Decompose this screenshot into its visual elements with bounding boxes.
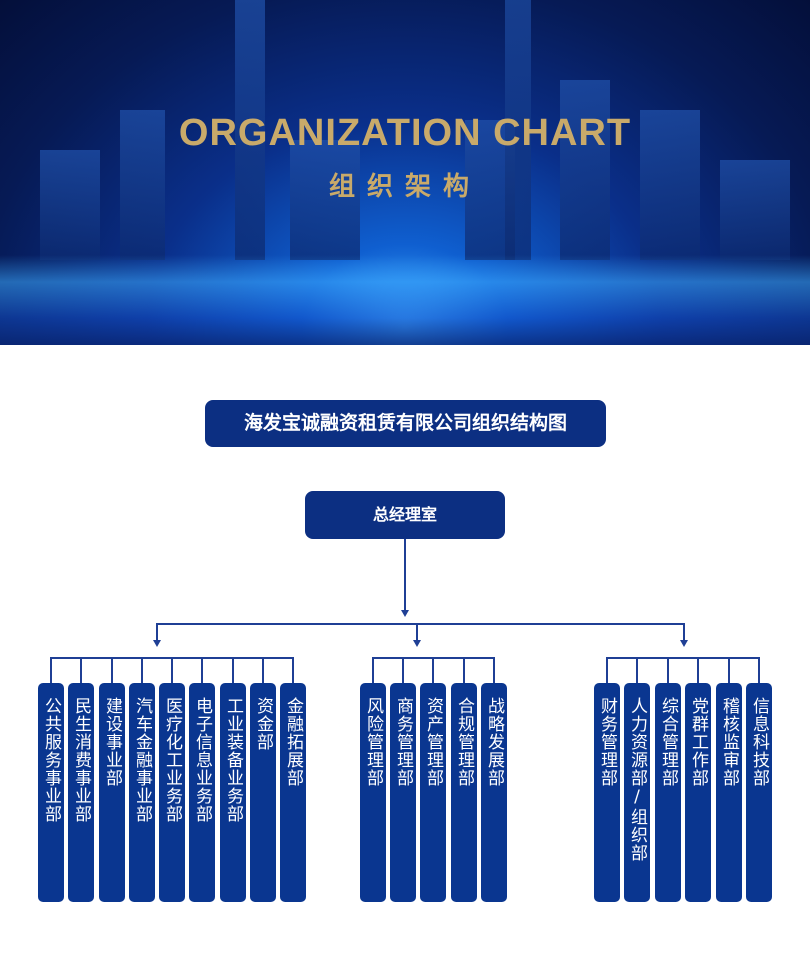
department-node: 风险管理部 <box>360 683 386 902</box>
tower-silhouette <box>235 0 265 260</box>
connector-line <box>697 657 699 684</box>
building-silhouette <box>40 150 100 260</box>
connector-line <box>683 623 685 640</box>
connector-line <box>156 623 684 625</box>
header-title-cn: 组织架构 <box>328 172 481 202</box>
header-title-en: ORGANIZATION CHART <box>178 112 632 154</box>
department-node: 公共服务事业部 <box>38 683 64 902</box>
department-node: 资金部 <box>250 683 276 902</box>
department-node: 合规管理部 <box>451 683 477 902</box>
connector-line <box>493 657 495 684</box>
department-node: 人力资源部/组织部 <box>624 683 650 902</box>
connector-line <box>432 657 434 684</box>
department-node: 医疗化工业务部 <box>159 683 185 902</box>
building-silhouette <box>290 140 360 260</box>
connector-line <box>232 657 234 684</box>
chart-title: 海发宝诚融资租赁有限公司组织结构图 <box>205 400 606 447</box>
department-node: 商务管理部 <box>390 683 416 902</box>
connector-line <box>262 657 264 684</box>
connector-line <box>141 657 143 684</box>
root-node: 总经理室 <box>305 491 505 539</box>
department-node: 工业装备业务部 <box>220 683 246 902</box>
light-glow <box>0 255 810 345</box>
header-banner: ORGANIZATION CHART 组织架构 <box>0 0 810 345</box>
connector-line <box>292 657 294 684</box>
building-silhouette <box>120 110 165 260</box>
connector-line <box>636 657 638 684</box>
connector-line <box>667 657 669 684</box>
connector-line <box>416 623 418 640</box>
arrow-down-icon <box>401 610 409 617</box>
connector-line <box>728 657 730 684</box>
building-silhouette <box>720 160 790 260</box>
connector-line <box>402 657 404 684</box>
connector-line <box>171 657 173 684</box>
connector-line <box>80 657 82 684</box>
department-node: 电子信息业务部 <box>189 683 215 902</box>
department-node: 信息科技部 <box>746 683 772 902</box>
department-node: 财务管理部 <box>594 683 620 902</box>
department-node: 稽核监审部 <box>716 683 742 902</box>
connector-line <box>111 657 113 684</box>
connector-line <box>606 657 608 684</box>
connector-line <box>404 539 406 611</box>
building-silhouette <box>560 80 610 260</box>
department-node: 建设事业部 <box>99 683 125 902</box>
arrow-down-icon <box>153 640 161 647</box>
connector-line <box>606 657 759 659</box>
department-node: 汽车金融事业部 <box>129 683 155 902</box>
connector-line <box>372 657 374 684</box>
building-silhouette <box>640 110 700 260</box>
connector-line <box>463 657 465 684</box>
department-node: 战略发展部 <box>481 683 507 902</box>
connector-line <box>156 623 158 640</box>
department-node: 民生消费事业部 <box>68 683 94 902</box>
connector-line <box>758 657 760 684</box>
tower-silhouette <box>505 0 531 260</box>
connector-line <box>201 657 203 684</box>
department-node: 资产管理部 <box>420 683 446 902</box>
arrow-down-icon <box>680 640 688 647</box>
department-node: 党群工作部 <box>685 683 711 902</box>
arrow-down-icon <box>413 640 421 647</box>
connector-line <box>50 657 52 684</box>
department-node: 综合管理部 <box>655 683 681 902</box>
department-node: 金融拓展部 <box>280 683 306 902</box>
